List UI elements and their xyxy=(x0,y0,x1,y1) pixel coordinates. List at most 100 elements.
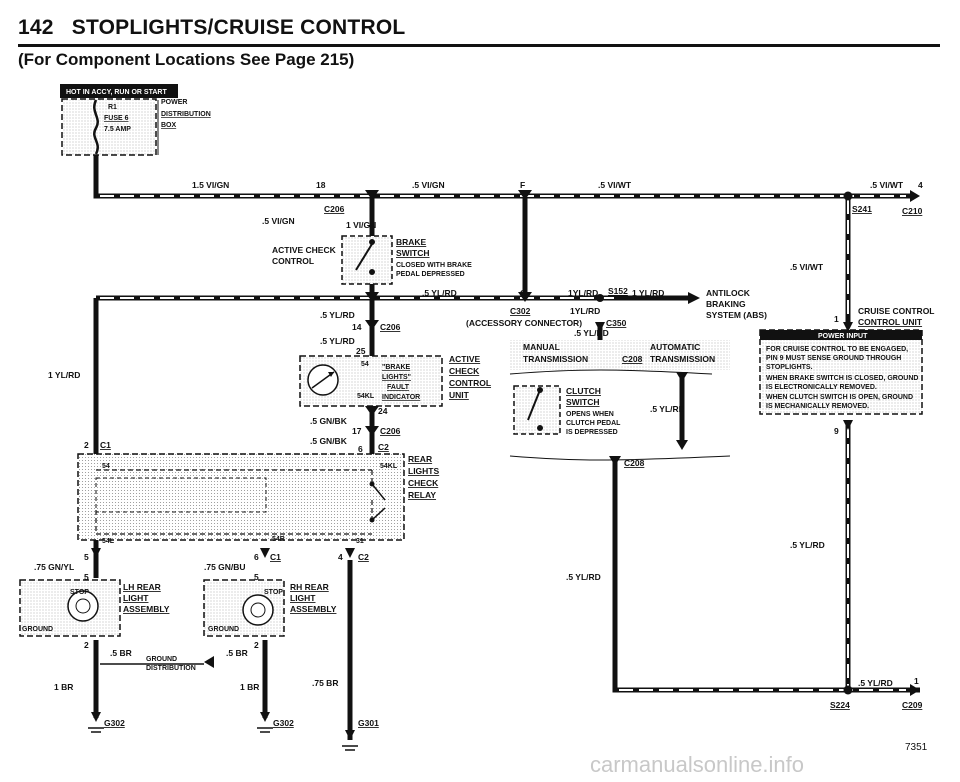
wire-1ylrd-a: 1YL/RD xyxy=(568,288,598,298)
active-check-label: ACTIVE CHECK xyxy=(272,245,337,255)
lh-label2: LIGHT xyxy=(123,593,149,603)
ccu-note2: PIN 9 MUST SENSE GROUND THROUGH xyxy=(766,355,901,362)
brake-switch: BRAKE SWITCH CLOSED WITH BRAKE PEDAL DEP… xyxy=(272,235,472,285)
pin-1: 1 xyxy=(834,314,839,324)
wire-5vign-top: .5 VI/GN xyxy=(412,180,445,190)
conn-c209: C209 xyxy=(902,700,923,710)
gd-distribution: DISTRIBUTION xyxy=(146,665,196,672)
ccu-note3: STOPLIGHTS. xyxy=(766,364,813,371)
fuse-rating: 7.5 AMP xyxy=(104,126,131,133)
lh-stop: STOP xyxy=(70,589,89,596)
wire-1ylrd-b: 1 YL/RD xyxy=(632,288,664,298)
wire-shading xyxy=(100,195,906,691)
manual-trans: TRANSMISSION xyxy=(523,354,588,364)
clutch-note2: CLUTCH PEDAL xyxy=(566,420,621,427)
relay-pin-54kl: 54KL xyxy=(380,463,398,470)
pdb-distribution: DISTRIBUTION xyxy=(161,111,211,118)
watermark: carmanualsonline.info xyxy=(590,752,805,777)
clutch-switch: SWITCH xyxy=(566,397,600,407)
rh-stop: STOP xyxy=(264,589,283,596)
splices xyxy=(91,190,920,740)
pin-2c: 2 xyxy=(254,640,259,650)
wire-pin18: 18 xyxy=(316,180,326,190)
active-check-control-unit: 54 54KL "BRAKE LIGHTS" FAULT INDICATOR A… xyxy=(299,354,491,407)
wire-5ylrd-c: .5 YL/RD xyxy=(320,310,355,320)
wire-1vign: 1 VI/GN xyxy=(346,220,376,230)
wire-5gnbk-a: .5 GN/BK xyxy=(310,416,348,426)
cruise-control-unit: CRUISE CONTROL CONTROL UNIT POWER INPUT … xyxy=(759,306,935,415)
wire-5ylrd-h: .5 YL/RD xyxy=(858,678,893,688)
wire-1br-b: 1 BR xyxy=(240,682,259,692)
splice-s241: S241 xyxy=(852,204,872,214)
pin-4: 4 xyxy=(338,552,343,562)
rh-label3: ASSEMBLY xyxy=(290,604,337,614)
lh-label1: LH REAR xyxy=(123,582,161,592)
indicator-brake: "BRAKE xyxy=(382,364,411,371)
wire-1ylrd-left: 1 YL/RD xyxy=(48,370,80,380)
page-title: 142 STOPLIGHTS/CRUISE CONTROL xyxy=(18,16,406,39)
pdb-box: BOX xyxy=(161,122,177,129)
abs-2: BRAKING xyxy=(706,299,746,309)
rh-rear-light: STOP GROUND RH REAR LIGHT ASSEMBLY xyxy=(203,579,337,637)
rh-ground: GROUND xyxy=(208,626,239,633)
acu-unit: UNIT xyxy=(449,390,470,400)
wire-5viwt-a: .5 VI/WT xyxy=(598,180,632,190)
brake-switch-label2: SWITCH xyxy=(396,248,430,258)
pin-54kl: 54KL xyxy=(357,393,375,400)
ccu-note7: IS MECHANICALLY REMOVED. xyxy=(766,403,869,410)
transmission-block: MANUAL TRANSMISSION AUTOMATIC TRANSMISSI… xyxy=(509,340,731,461)
wire-5gnbk-b: .5 GN/BK xyxy=(310,436,348,446)
conn-c208: C208 xyxy=(624,458,645,468)
ccu-label2: CONTROL UNIT xyxy=(858,317,923,327)
wire-5ylrd-d: .5 YL/RD xyxy=(320,336,355,346)
rh-label1: RH REAR xyxy=(290,582,329,592)
relay-pin-54l: 54L xyxy=(102,538,115,545)
relay-rear: REAR xyxy=(408,454,432,464)
ground-symbols xyxy=(88,727,358,751)
conn-c206a: C206 xyxy=(324,204,345,214)
pin-5: 5 xyxy=(84,552,89,562)
wire-5vign-left: .5 VI/GN xyxy=(262,216,295,226)
wire-5ylrd-b: .5 YL/RD xyxy=(574,328,609,338)
acu-check: CHECK xyxy=(449,366,480,376)
main-wires xyxy=(93,155,920,740)
indicator-label: INDICATOR xyxy=(382,394,420,401)
pin-9: 9 xyxy=(834,426,839,436)
conn-c1b: C1 xyxy=(270,552,281,562)
wire-pin4: 4 xyxy=(918,180,923,190)
gd-ground: GROUND xyxy=(146,656,177,663)
lh-label3: ASSEMBLY xyxy=(123,604,170,614)
conn-c1: C1 xyxy=(100,440,111,450)
wire-5viwt-c: .5 VI/WT xyxy=(790,262,824,272)
wire-labels: 1.5 VI/GN 18 .5 VI/GN F .5 VI/WT .5 VI/W… xyxy=(34,180,923,728)
brake-pedal-note: PEDAL DEPRESSED xyxy=(396,271,465,278)
brake-switch-label1: BRAKE xyxy=(396,237,427,247)
ground-g301: G301 xyxy=(358,718,379,728)
hot-badge: HOT IN ACCY, RUN OR START xyxy=(66,89,167,96)
relay-pin-54r: 54R xyxy=(272,536,285,543)
pdb-power: POWER xyxy=(161,99,187,106)
splice-s152: S152 xyxy=(608,286,628,296)
ground-distribution: GROUND DISTRIBUTION xyxy=(100,656,204,672)
conn-c2b: C2 xyxy=(358,552,369,562)
title-rule xyxy=(18,44,940,47)
indicator-fault: FAULT xyxy=(387,384,410,391)
power-distribution-box: HOT IN ACCY, RUN OR START R1 FUSE 6 7.5 … xyxy=(60,84,211,156)
relay-lights: LIGHTS xyxy=(408,466,439,476)
clutch-note3: IS DEPRESSED xyxy=(566,429,618,436)
pin-5c: 5 xyxy=(254,572,259,582)
auto-trans: TRANSMISSION xyxy=(650,354,715,364)
ccu-note4: WHEN BRAKE SWITCH IS CLOSED, GROUND xyxy=(766,375,918,382)
wire-75br: .75 BR xyxy=(312,678,338,688)
conn-c206c: C206 xyxy=(380,426,401,436)
active-check-control: CONTROL xyxy=(272,256,314,266)
wire-15vign: 1.5 VI/GN xyxy=(192,180,229,190)
pin-54: 54 xyxy=(361,361,369,368)
pin-6: 6 xyxy=(358,444,363,454)
accessory-connector: (ACCESSORY CONNECTOR) xyxy=(466,318,582,328)
acu-control: CONTROL xyxy=(449,378,491,388)
pin-6b: 6 xyxy=(254,552,259,562)
relay-pin-54: 54 xyxy=(102,463,110,470)
